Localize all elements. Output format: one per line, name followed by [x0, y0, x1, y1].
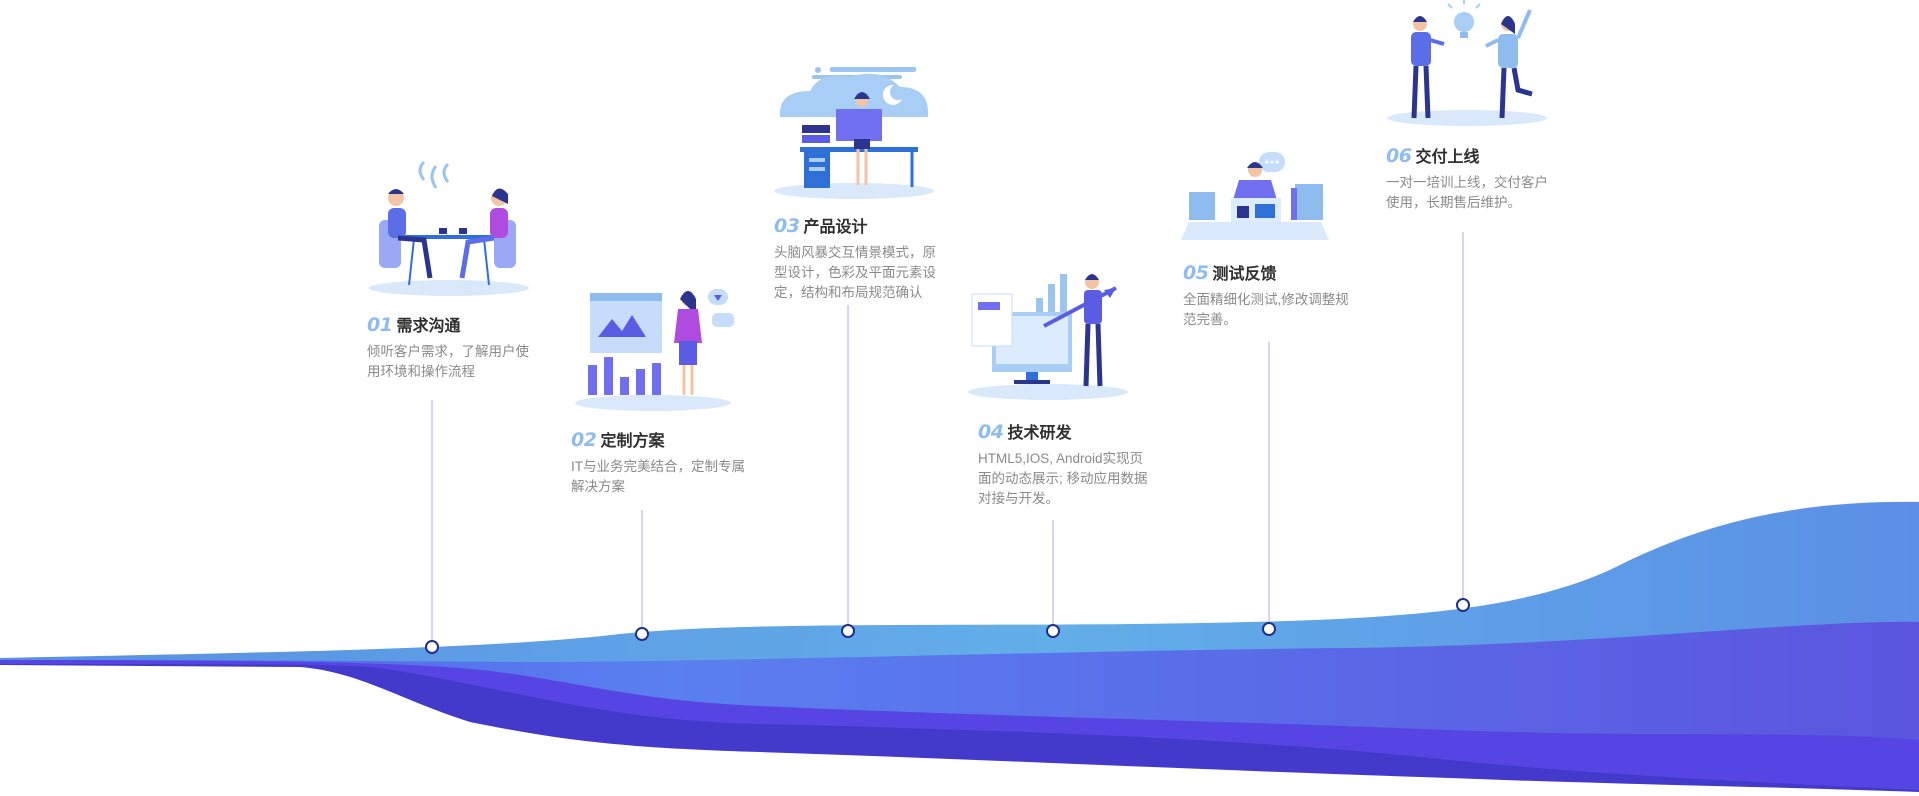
- timeline-node-02: [635, 627, 649, 641]
- step-number: 05: [1183, 262, 1209, 284]
- step-number: 06: [1386, 145, 1412, 167]
- step-title: 定制方案: [600, 433, 665, 450]
- designer-desk-illustration: [774, 67, 934, 199]
- step-description: 头脑风暴交互情景模式，原型设计，色彩及平面元素设定，结构和布局规范确认: [774, 245, 936, 300]
- handover-illustration: [1387, 0, 1547, 126]
- presentation-illustration: [575, 289, 734, 411]
- step-title: 测试反馈: [1212, 266, 1277, 283]
- developer-illustration: [968, 274, 1128, 400]
- step-title: 需求沟通: [396, 318, 461, 335]
- timeline-node-05: [1262, 622, 1276, 636]
- step-number: 03: [774, 215, 800, 237]
- step-description: 一对一培训上线，交付客户使用，长期售后维护。: [1386, 175, 1548, 210]
- timeline-node-06: [1456, 598, 1470, 612]
- timeline-node-04: [1046, 624, 1060, 638]
- step-number: 01: [367, 314, 393, 336]
- step-description: HTML5,IOS, Android实现页面的动态展示; 移动应用数据对接与开发…: [978, 451, 1148, 506]
- step-number: 02: [571, 429, 597, 451]
- meeting-illustration: [369, 160, 529, 296]
- step-title: 产品设计: [803, 219, 868, 236]
- step-title: 交付上线: [1415, 149, 1480, 166]
- step-title: 技术研发: [1007, 425, 1072, 442]
- step-description: 全面精细化测试,修改调整规范完善。: [1183, 292, 1349, 327]
- timeline-node-03: [841, 624, 855, 638]
- tester-illustration: [1181, 152, 1329, 240]
- step-description: IT与业务完美结合，定制专属解决方案: [571, 459, 745, 494]
- step-number: 04: [978, 421, 1004, 443]
- wave-white-overlay: [0, 665, 1919, 796]
- timeline-node-01: [425, 640, 439, 654]
- step-description: 倾听客户需求，了解用户使用环境和操作流程: [367, 344, 529, 379]
